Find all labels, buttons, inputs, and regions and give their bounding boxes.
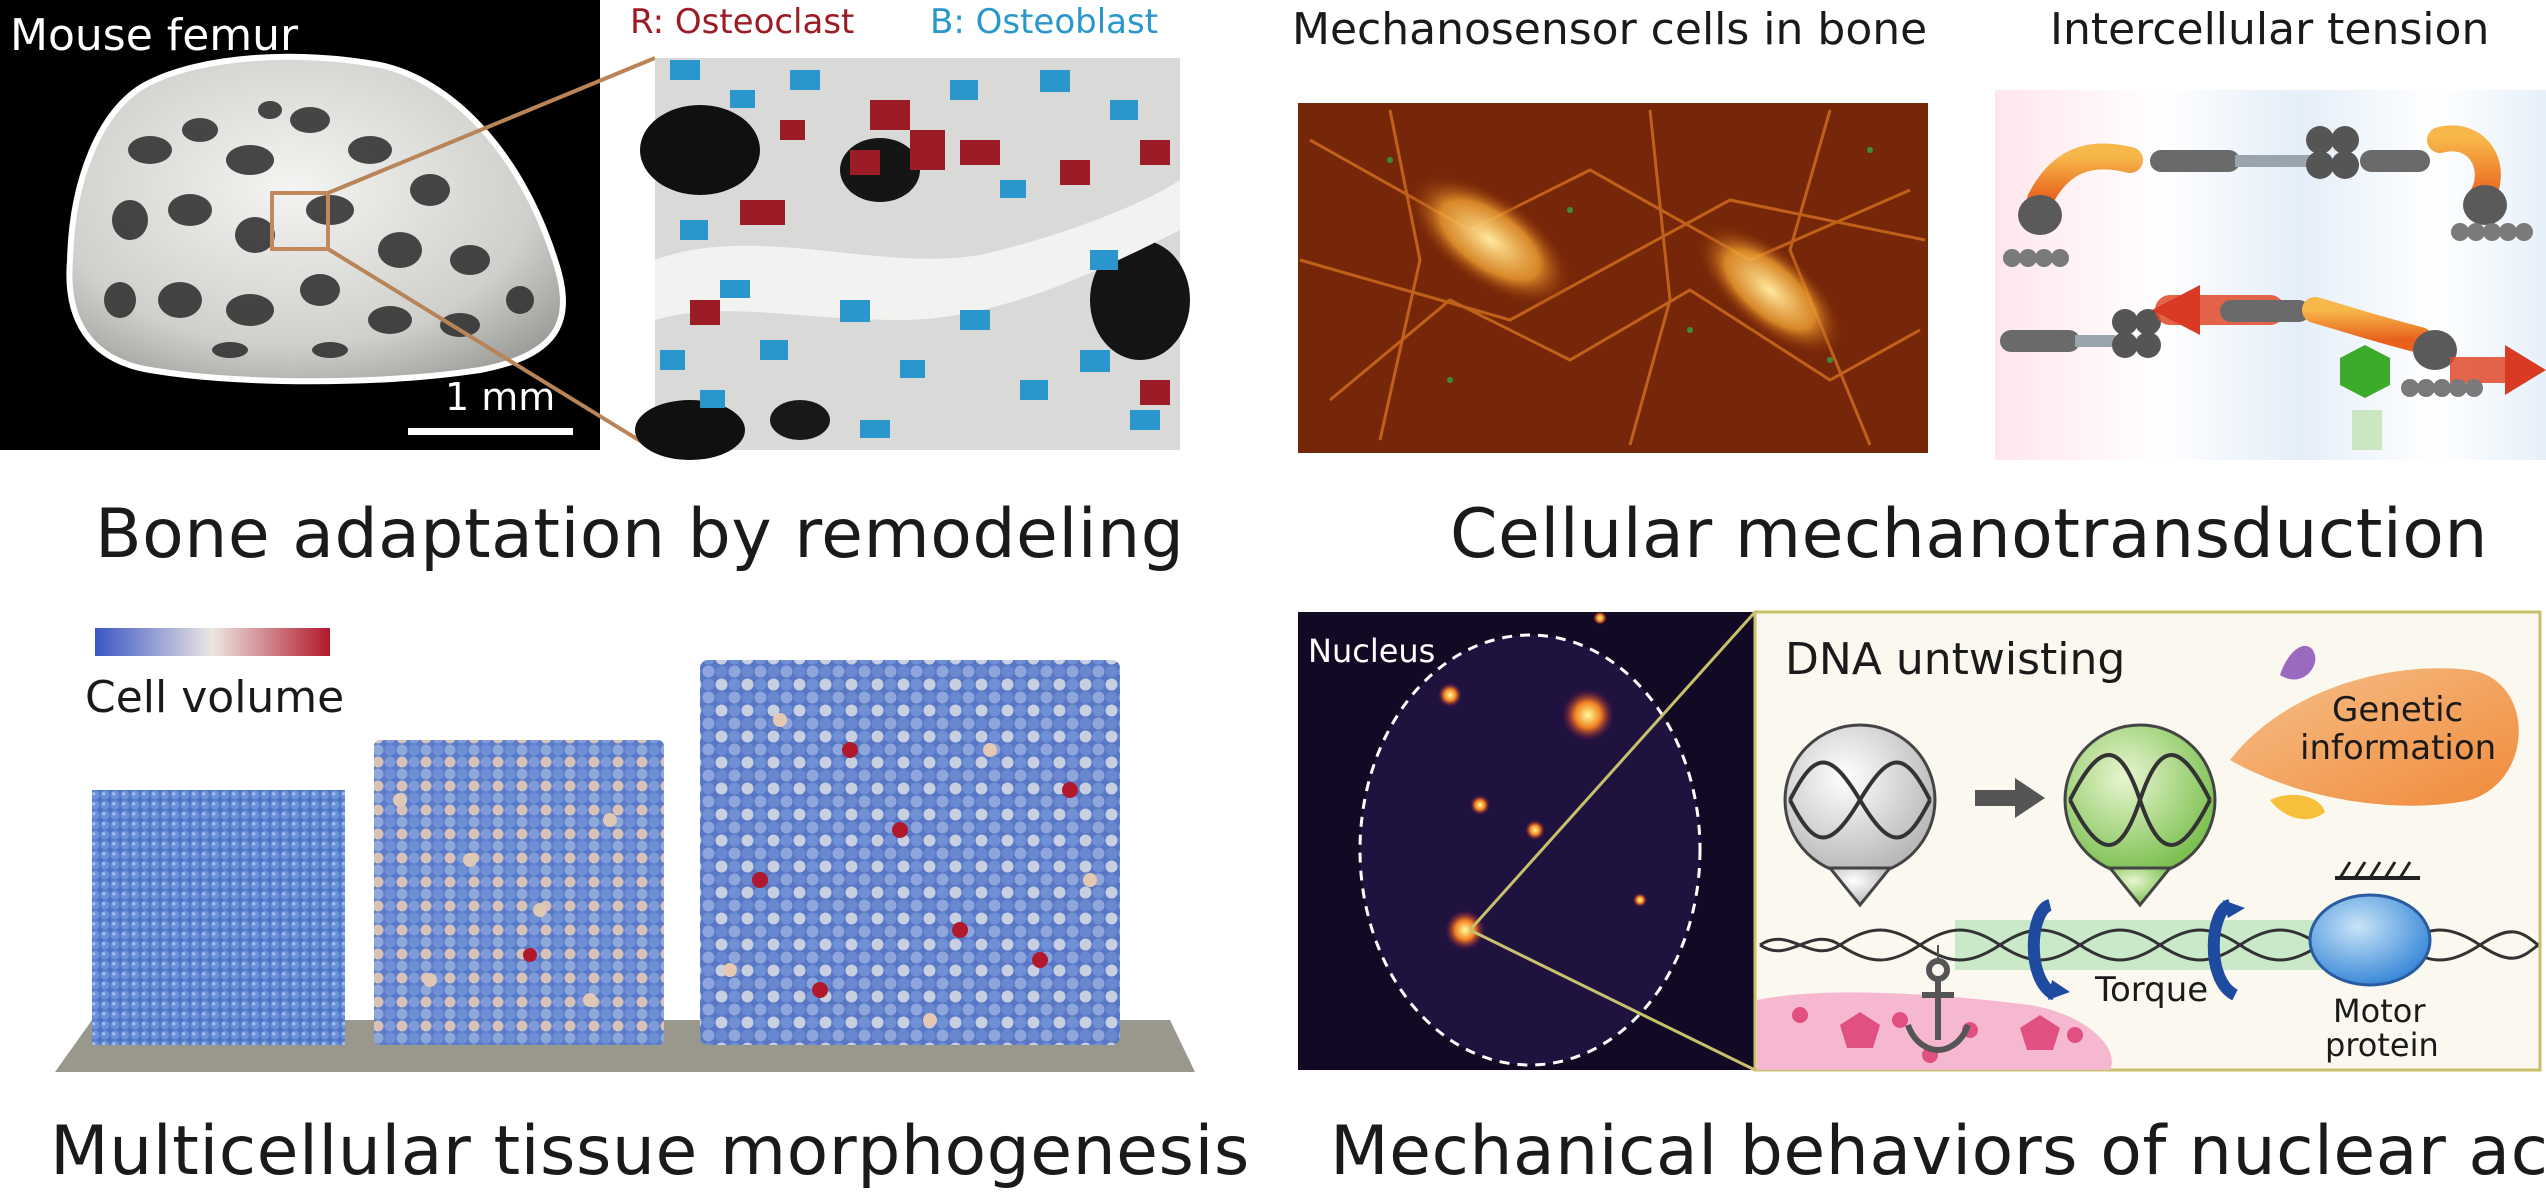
anchor-icon: [1905, 958, 1971, 1054]
tissue-block-final: [700, 660, 1120, 1045]
dna-schematic: [1753, 610, 2542, 1072]
genetic-information-blob: [2230, 668, 2519, 806]
bone-caption: Bone adaptation by remodeling: [95, 495, 1185, 574]
motor-label-1: Motor: [2333, 992, 2426, 1030]
femur-pores: [104, 101, 534, 358]
tissue-figure: [55, 628, 1195, 1072]
motor-protein: [2308, 893, 2432, 987]
femur-label: Mouse femur: [10, 10, 299, 61]
tissue-block-middle: [374, 740, 664, 1045]
scale-bar: [408, 428, 573, 435]
nucleus-micrograph: [1298, 611, 1763, 1070]
untwist-arrow: [1975, 778, 2045, 818]
osteoblast-label: B: Osteoblast: [930, 2, 1159, 42]
motor-label-2: protein: [2325, 1026, 2439, 1064]
genetic-label-2: information: [2300, 728, 2497, 768]
tissue-block-initial: [92, 790, 345, 1045]
bone-surface-zoom: [635, 58, 1190, 460]
volume-colorbar: [95, 628, 330, 656]
scale-label: 1 mm: [445, 375, 556, 419]
bone-panel: Mouse femur 1 mm R: Osteoclast B: Osteob…: [0, 0, 1190, 600]
tissue-caption: Multicellular tissue morphogenesis: [50, 1112, 1250, 1191]
tissue-panel: Cell volume Multicellular tissue morphog…: [0, 600, 1260, 1198]
osteocyte-micrograph: [1298, 103, 1928, 453]
torque-label: Torque: [2095, 970, 2209, 1010]
tension-schematic: [1995, 90, 2546, 460]
genetic-label-1: Genetic: [2332, 690, 2464, 730]
mechanosensor-title: Mechanosensor cells in bone: [1292, 4, 1928, 55]
tension-title: Intercellular tension: [2050, 4, 2490, 55]
zoom-region: [270, 191, 330, 251]
osteoclast-label: R: Osteoclast: [630, 2, 855, 42]
mechano-figure: [1298, 90, 2546, 460]
dna-untwisting-title: DNA untwisting: [1785, 634, 2126, 685]
nucleic-figure: [1298, 610, 2542, 1072]
nucleic-caption: Mechanical behaviors of nuclear acids: [1330, 1112, 2546, 1191]
bone-figure: [0, 0, 1190, 460]
mechano-caption: Cellular mechanotransduction: [1450, 495, 2488, 574]
mechano-panel: Mechanosensor cells in bone Intercellula…: [1270, 0, 2546, 600]
colorbar-label: Cell volume: [85, 672, 345, 723]
nucleus-label: Nucleus: [1308, 632, 1436, 670]
nucleic-panel: Nucleus DNA untwisting Genetic informati…: [1270, 600, 2546, 1198]
